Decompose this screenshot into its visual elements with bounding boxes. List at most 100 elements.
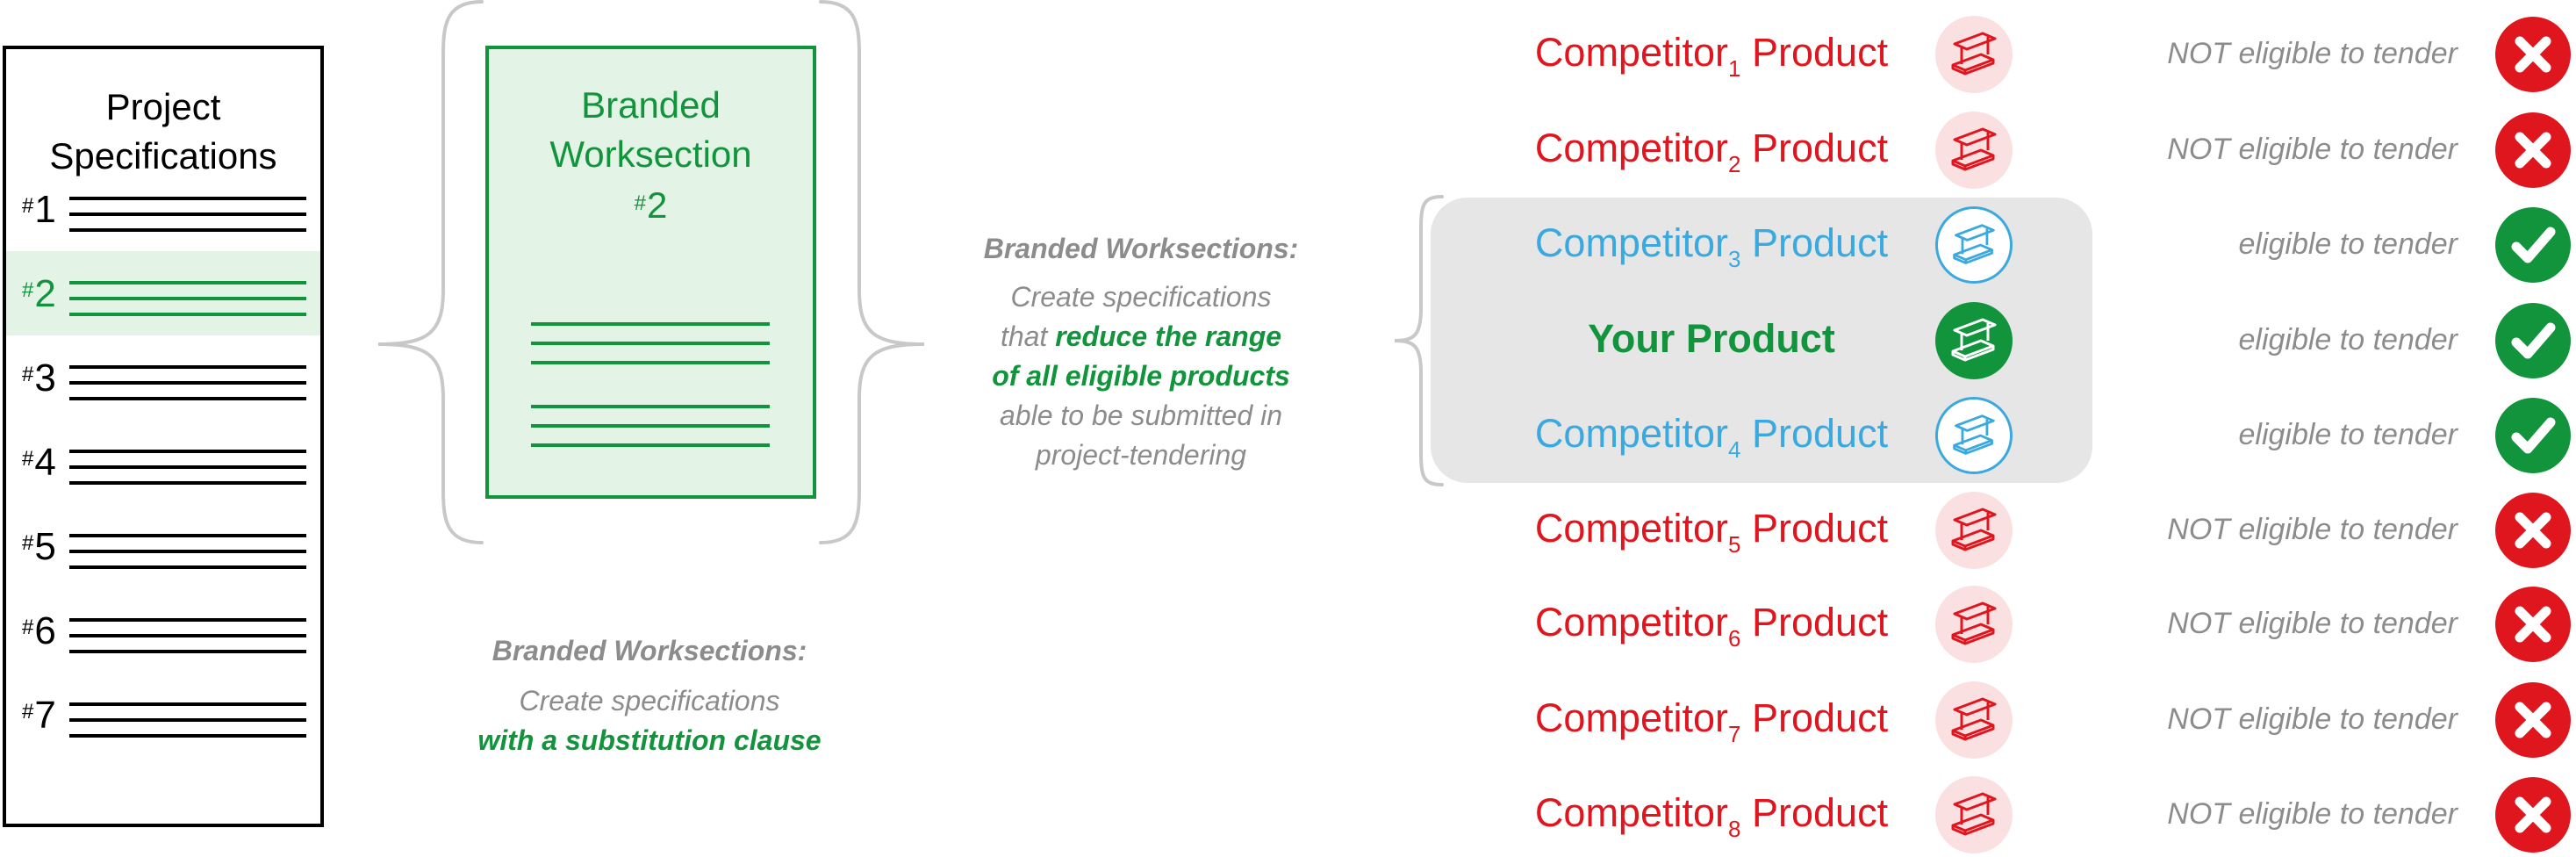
number-prefix: # bbox=[634, 191, 646, 215]
document-text-line bbox=[531, 405, 770, 408]
spec-item-number-value: 5 bbox=[34, 525, 56, 568]
spec-item-2: #2 bbox=[6, 251, 320, 335]
left-curly-brace bbox=[377, 0, 484, 544]
branded-worksection-title: Branded Worksection bbox=[489, 81, 813, 179]
substitution-caption: Branded Worksections: Create specificati… bbox=[421, 629, 878, 760]
document-text-line bbox=[531, 361, 770, 364]
spec-item-number: #6 bbox=[22, 609, 56, 653]
project-specifications-title: Project Specifications bbox=[6, 83, 320, 181]
document-text-line bbox=[69, 297, 306, 300]
document-text-line bbox=[69, 212, 306, 216]
document-text-line bbox=[69, 313, 306, 316]
product-index: 1 bbox=[1728, 55, 1741, 82]
product-label: Competitor bbox=[1534, 600, 1728, 645]
substitution-caption-heading: Branded Worksections: bbox=[492, 635, 807, 666]
product-label: Competitor bbox=[1534, 506, 1728, 551]
cross-icon bbox=[2495, 777, 2571, 853]
product-suffix: Product bbox=[1751, 506, 1889, 551]
document-text-line bbox=[69, 634, 306, 637]
document-text-line bbox=[69, 550, 306, 553]
product-suffix: Product bbox=[1751, 411, 1889, 456]
product-suffix: Product bbox=[1751, 126, 1889, 170]
number-prefix: # bbox=[22, 363, 34, 386]
branded-worksection-title-line1: Branded bbox=[581, 84, 721, 126]
competitor-2-eligibility: NOT eligible to tender bbox=[2167, 133, 2458, 166]
spec-item-7: #7 bbox=[6, 673, 320, 757]
document-text-line bbox=[69, 650, 306, 653]
document-text-line bbox=[69, 365, 306, 369]
spec-item-4: #4 bbox=[6, 420, 320, 504]
document-text-line bbox=[69, 197, 306, 200]
competitor-8-eligibility: NOT eligible to tender bbox=[2167, 797, 2458, 831]
document-text-line bbox=[69, 450, 306, 453]
spec-item-number-value: 6 bbox=[34, 609, 56, 652]
product-suffix: Product bbox=[1751, 220, 1889, 265]
number-prefix: # bbox=[22, 700, 34, 724]
cross-icon bbox=[2495, 493, 2571, 568]
product-suffix: Product bbox=[1751, 790, 1889, 835]
spec-item-number-value: 1 bbox=[34, 188, 56, 231]
document-text-line bbox=[69, 281, 306, 284]
project-specifications-title-line2: Specifications bbox=[49, 135, 277, 176]
product-index: 4 bbox=[1728, 436, 1741, 463]
steel-beam-icon bbox=[1935, 776, 2013, 853]
branded-worksection-document: Branded Worksection #2 bbox=[485, 46, 816, 499]
document-text-line bbox=[69, 618, 306, 622]
spec-item-number: #5 bbox=[22, 525, 56, 569]
product-label: Competitor bbox=[1534, 695, 1728, 740]
document-text-line bbox=[69, 534, 306, 537]
substitution-caption-emphasis: with a substitution clause bbox=[477, 724, 822, 756]
product-index: 8 bbox=[1728, 816, 1741, 842]
reduce-range-caption-line2: that reduce the range bbox=[930, 317, 1352, 356]
branded-worksection-number-value: 2 bbox=[647, 184, 668, 226]
competitor-6-eligibility: NOT eligible to tender bbox=[2167, 607, 2458, 640]
competitor-1-name: Competitor1 Product bbox=[1492, 28, 1931, 83]
product-index: 6 bbox=[1728, 625, 1741, 652]
document-text-line bbox=[69, 565, 306, 569]
steel-beam-icon bbox=[1935, 586, 2013, 663]
spec-item-number-value: 2 bbox=[34, 272, 56, 315]
cross-icon bbox=[2495, 112, 2571, 188]
steel-beam-icon bbox=[1935, 397, 2013, 474]
steel-beam-icon bbox=[1935, 206, 2013, 284]
product-group-curly-brace bbox=[1394, 195, 1444, 486]
competitor-5-name: Competitor5 Product bbox=[1492, 504, 1931, 558]
checkmark-icon bbox=[2495, 398, 2571, 473]
substitution-caption-line1: Create specifications bbox=[519, 685, 780, 717]
product-suffix: Product bbox=[1751, 600, 1889, 645]
spec-item-1: #1 bbox=[6, 167, 320, 251]
product-index: 5 bbox=[1728, 531, 1741, 558]
checkmark-icon bbox=[2495, 207, 2571, 283]
document-text-line bbox=[69, 465, 306, 469]
spec-item-3: #3 bbox=[6, 335, 320, 420]
number-prefix: # bbox=[22, 531, 34, 555]
competitor-2-name: Competitor2 Product bbox=[1492, 124, 1931, 178]
product-index: 3 bbox=[1728, 246, 1741, 272]
spec-item-5: #5 bbox=[6, 504, 320, 588]
branded-worksection-title-line2: Worksection bbox=[549, 133, 752, 175]
spec-item-number: #2 bbox=[22, 272, 56, 316]
document-text-line bbox=[69, 397, 306, 400]
document-text-line bbox=[531, 342, 770, 345]
spec-item-number-value: 4 bbox=[34, 441, 56, 484]
product-index: 7 bbox=[1728, 721, 1741, 747]
steel-beam-icon bbox=[1935, 681, 2013, 759]
competitor-6-name: Competitor6 Product bbox=[1492, 598, 1931, 652]
reduce-range-caption-heading: Branded Worksections: bbox=[983, 233, 1299, 264]
product-index: 2 bbox=[1728, 151, 1741, 177]
steel-beam-icon bbox=[1935, 302, 2013, 379]
competitor-7-name: Competitor7 Product bbox=[1492, 694, 1931, 748]
document-text-line bbox=[69, 228, 306, 232]
competitor-5-eligibility: NOT eligible to tender bbox=[2167, 513, 2458, 546]
spec-item-number: #3 bbox=[22, 356, 56, 400]
competitor-4-eligibility: eligible to tender bbox=[2238, 418, 2458, 451]
document-text-line bbox=[69, 481, 306, 485]
cross-icon bbox=[2495, 682, 2571, 758]
document-text-line bbox=[69, 718, 306, 722]
document-text-line bbox=[69, 734, 306, 738]
cross-icon bbox=[2495, 17, 2571, 92]
competitor-3-name: Competitor3 Product bbox=[1492, 219, 1931, 273]
spec-item-number-value: 7 bbox=[34, 694, 56, 737]
competitor-7-eligibility: NOT eligible to tender bbox=[2167, 702, 2458, 736]
reduce-range-caption-line1: Create specifications bbox=[1010, 281, 1272, 313]
